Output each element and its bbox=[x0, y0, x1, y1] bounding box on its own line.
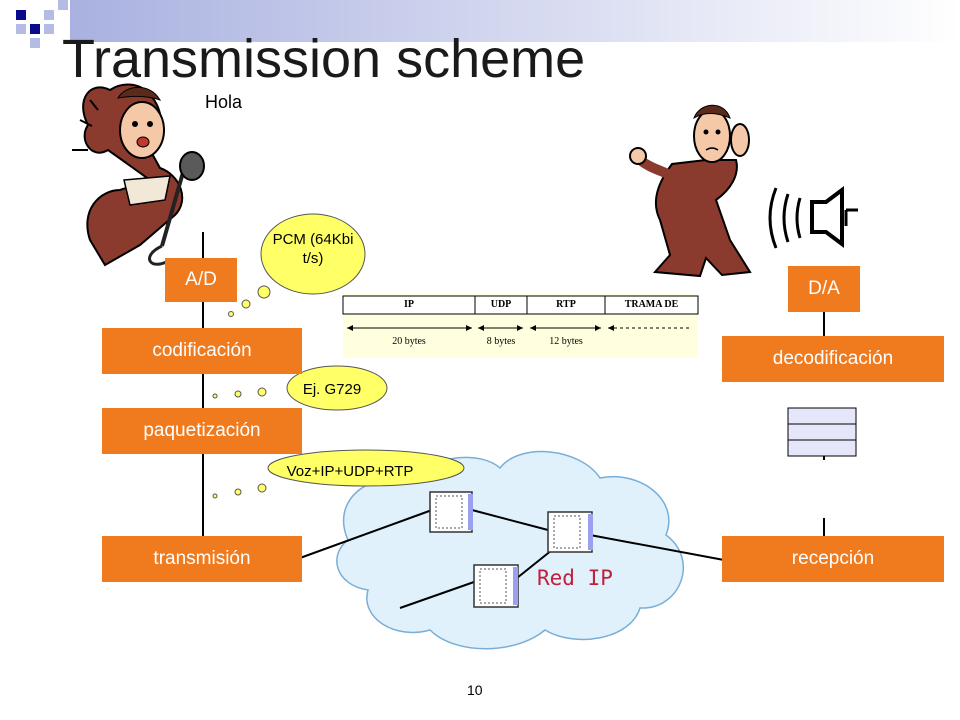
pcm-bubble-text: PCM (64Kbit/s) bbox=[272, 231, 354, 267]
packet-size-rtp: 12 bytes bbox=[549, 336, 583, 347]
stage-codificacion: codificación bbox=[102, 328, 302, 374]
packet-field-udp: UDP bbox=[490, 299, 512, 310]
speech-greeting: Hola bbox=[205, 92, 243, 112]
packet-field-trama: TRAMA DE bbox=[624, 299, 679, 310]
router-icon-3 bbox=[473, 564, 519, 608]
stage-transmision: transmisión bbox=[102, 536, 302, 582]
packet-field-ip: IP bbox=[404, 299, 414, 310]
packet-bubble-text: Voz+IP+UDP+RTP bbox=[286, 463, 414, 480]
packet-thought-bubble bbox=[212, 449, 465, 499]
speaker-icon bbox=[768, 186, 858, 249]
page-title: Transmission scheme bbox=[62, 29, 586, 89]
stage-ad: A/D bbox=[165, 258, 237, 302]
network-label: Red IP bbox=[537, 566, 613, 590]
packet-field-rtp: RTP bbox=[556, 299, 576, 310]
page-number: 10 bbox=[467, 682, 483, 698]
receiver-person-illustration bbox=[629, 104, 752, 278]
stage-da: D/A bbox=[788, 266, 860, 312]
jitter-buffer bbox=[787, 407, 857, 457]
stage-paquetizacion: paquetización bbox=[102, 408, 302, 454]
sender-person-illustration bbox=[72, 83, 205, 267]
pcm-thought-bubble bbox=[228, 213, 366, 317]
codec-thought-bubble bbox=[212, 365, 388, 411]
packet-size-ip: 20 bytes bbox=[392, 336, 426, 347]
stage-decodificacion: decodificación bbox=[722, 336, 944, 382]
title-decoration bbox=[16, 0, 960, 48]
packet-size-udp: 8 bytes bbox=[486, 336, 516, 347]
codec-bubble-text: Ej. G729 bbox=[302, 381, 362, 398]
stage-recepcion: recepción bbox=[722, 536, 944, 582]
router-icon-2 bbox=[547, 511, 593, 553]
router-icon-1 bbox=[429, 491, 473, 533]
packet-format-diagram bbox=[342, 294, 699, 358]
